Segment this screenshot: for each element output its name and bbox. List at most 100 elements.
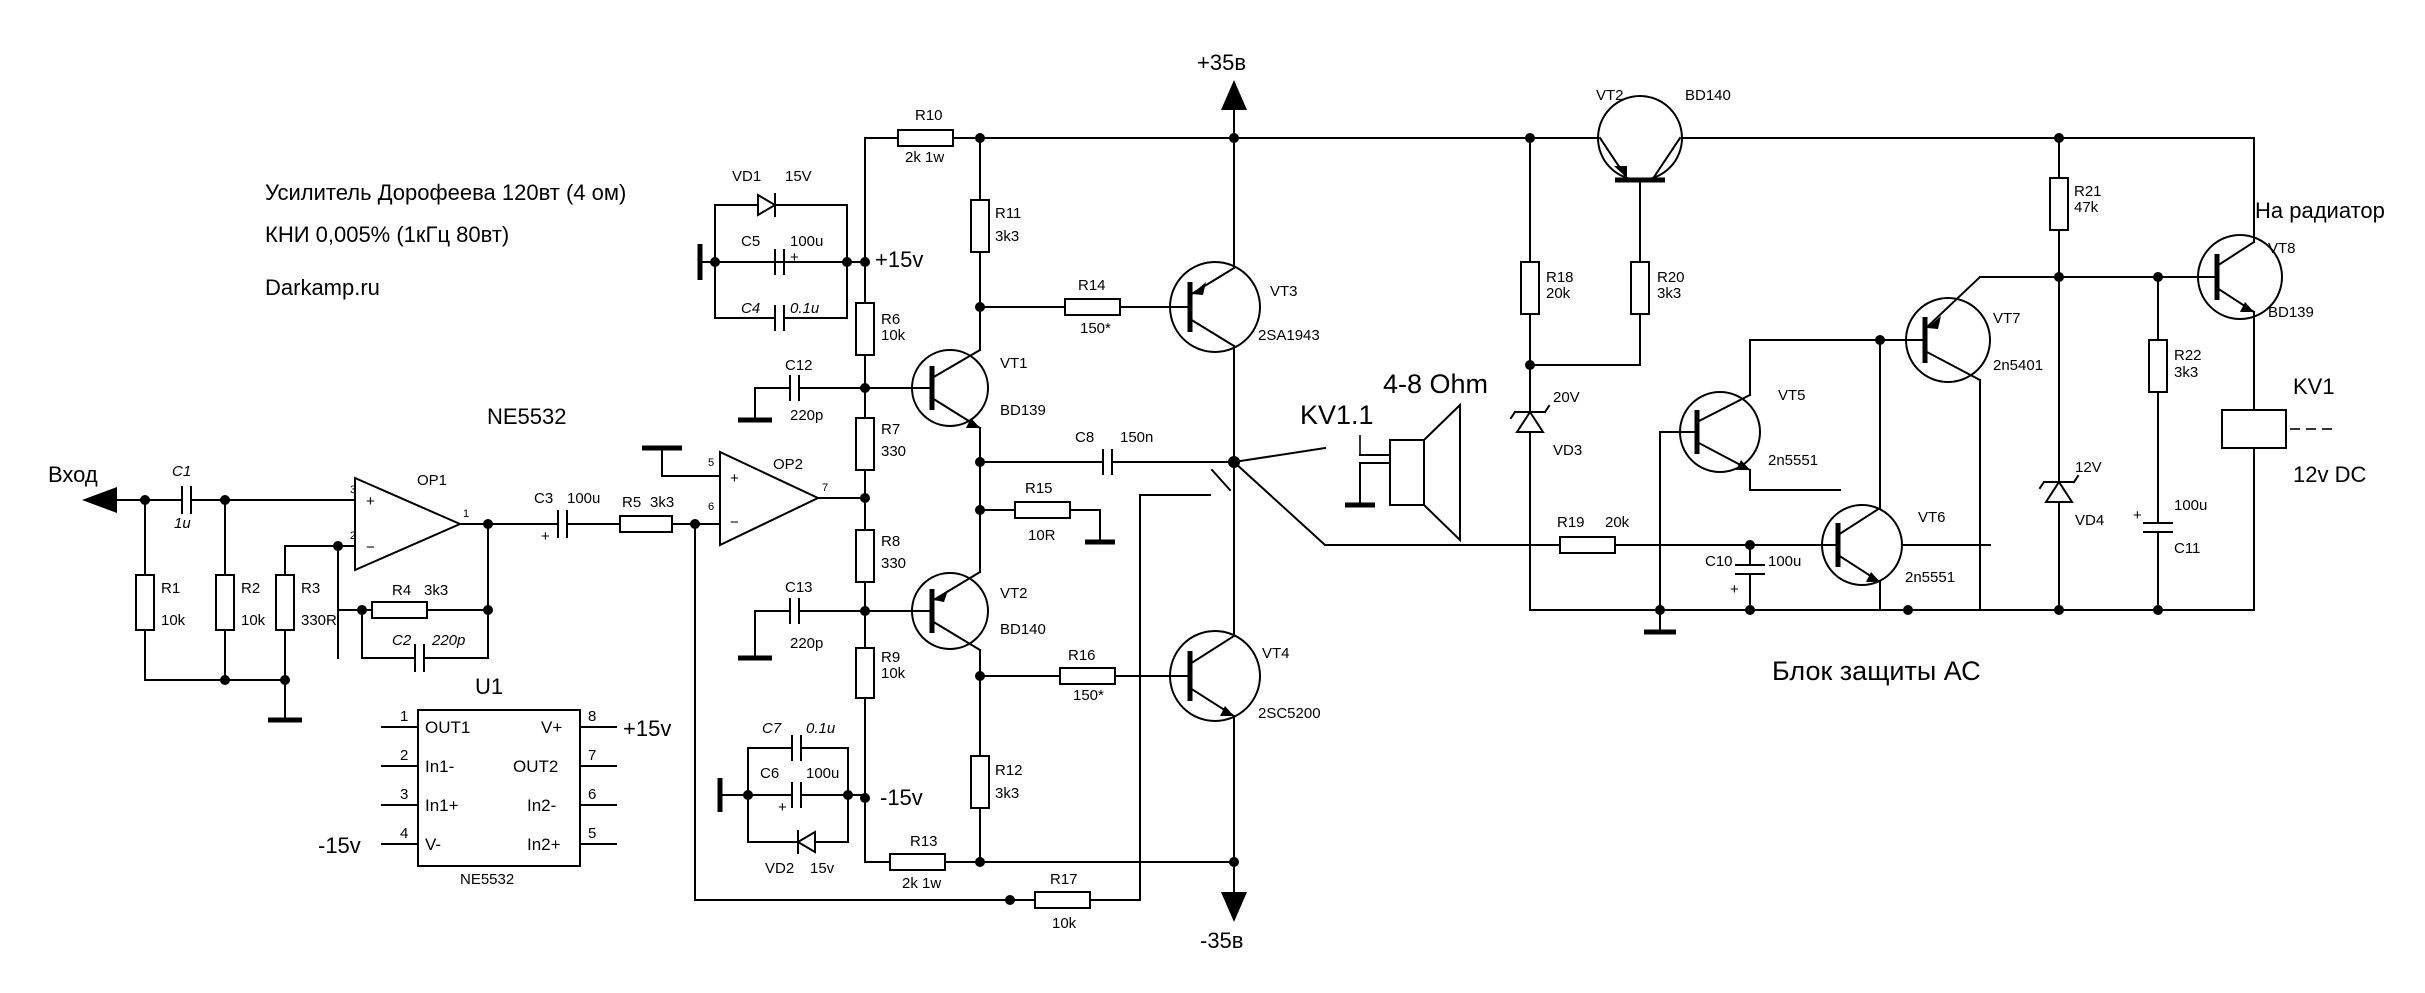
r8-ref: R8 [881, 533, 900, 550]
r10-ref: R10 [915, 107, 943, 124]
u1-pin-7-name: OUT2 [513, 757, 558, 776]
ohm-label: 4-8 Ohm [1383, 369, 1488, 399]
op1-opamp: OP1 + − 3 2 1 R4 3k3 C2 220p [337, 472, 546, 672]
vt4-value: 2SC5200 [1258, 705, 1321, 722]
r2-value: 10k [241, 612, 266, 629]
vt2p-value: BD140 [1685, 87, 1731, 104]
r15-ref: R15 [1025, 480, 1053, 497]
r1-value: 10k [161, 612, 186, 629]
vt7-value: 2n5401 [1993, 357, 2043, 374]
op1-pin-1: 1 [463, 508, 469, 520]
c10-polarity: + [1730, 581, 1739, 598]
u1-pin-2-name: In1- [425, 757, 454, 776]
r15-value: 10R [1028, 527, 1056, 544]
u1-pin-3-name: In1+ [425, 796, 459, 815]
vt3-value: 2SA1943 [1258, 327, 1320, 344]
op2-pin-6: 6 [708, 501, 714, 513]
r7-value: 330 [881, 443, 906, 460]
vt2p-ref: VT2 [1596, 87, 1624, 104]
c3-polarity: + [541, 528, 550, 545]
vt1-value: BD139 [1000, 402, 1046, 419]
u1-pinout: U1 NE5532 1 OUT1 2 In1- 3 In1+ 4 V- -15v… [318, 674, 671, 888]
c5-polarity: + [790, 249, 799, 266]
op1-pin-3: 3 [350, 484, 356, 496]
r12-ref: R12 [995, 762, 1023, 779]
kv1-label: KV1 [2293, 374, 2335, 399]
vd3-ref: VD3 [1553, 442, 1582, 459]
r9-value: 10k [881, 665, 906, 682]
u1-pin-7-num: 7 [588, 747, 596, 764]
c11-value: 100u [2174, 497, 2207, 514]
input-arrow [82, 487, 117, 513]
u1-pin-4-num: 4 [400, 825, 408, 842]
output-stage: +35в -35в VT3 2SA1943 VT4 2SC5200 KV1.1 [1167, 50, 1991, 953]
u1-pin-4-name: V- [425, 835, 441, 854]
r22-ref: R22 [2174, 347, 2202, 364]
r22-value: 3k3 [2174, 364, 2198, 381]
r20-value: 3k3 [1657, 285, 1681, 302]
vt5-value: 2n5551 [1768, 452, 1818, 469]
r5-ref: R5 [622, 494, 641, 511]
r13-value: 2k 1w [902, 875, 941, 892]
r2-ref: R2 [241, 580, 260, 597]
u1-pin-1-num: 1 [400, 708, 408, 725]
u1-pin-2-num: 2 [400, 747, 408, 764]
u1-pin-3-num: 3 [400, 786, 408, 803]
radiator-label: На радиатор [2255, 198, 2385, 223]
r3-value: 330R [301, 612, 337, 629]
c4-ref: C4 [741, 300, 760, 317]
op1-ref: OP1 [417, 472, 447, 489]
r18-ref: R18 [1546, 269, 1574, 286]
r20-ref: R20 [1657, 269, 1685, 286]
op2-ref: OP2 [773, 456, 803, 473]
r21-ref: R21 [2074, 183, 2102, 200]
plus35-label: +35в [1197, 50, 1246, 75]
r6-value: 10k [881, 327, 906, 344]
r5-value: 3k3 [650, 494, 674, 511]
vt6-ref: VT6 [1918, 509, 1946, 526]
r4-ref: R4 [392, 582, 411, 599]
c2-value: 220p [431, 632, 465, 649]
speaker-icon [1389, 439, 1425, 506]
r16-ref: R16 [1068, 647, 1096, 664]
vd2-ref: VD2 [765, 860, 794, 877]
op2-minus-sign: − [730, 514, 739, 531]
minus35-arrow [1221, 892, 1247, 922]
u1-pin-1-name: OUT1 [425, 718, 470, 737]
r7-ref: R7 [881, 421, 900, 438]
kv11-label: KV1.1 [1300, 400, 1374, 430]
vt5-ref: VT5 [1778, 387, 1806, 404]
c13-ref: C13 [785, 579, 813, 596]
vd1-ref: VD1 [732, 168, 761, 185]
c6-polarity: + [778, 799, 787, 816]
c7-ref: C7 [762, 720, 782, 737]
u1-part-name: NE5532 [460, 871, 514, 888]
r13-ref: R13 [910, 833, 938, 850]
u1-pin-8-num: 8 [588, 708, 596, 725]
vt6-value: 2n5551 [1905, 569, 1955, 586]
coupling-c3-r5: C3 100u + R5 3k3 [534, 490, 700, 545]
u1-pin-6-num: 6 [588, 786, 596, 803]
r4-value: 3k3 [424, 582, 448, 599]
chip-name-label: NE5532 [487, 404, 567, 429]
u1-pin-5-name: In2+ [527, 835, 561, 854]
c3-ref: C3 [534, 490, 553, 507]
c1-ref: C1 [172, 463, 191, 480]
minus35-label: -35в [1200, 928, 1243, 953]
op2-pin-7: 7 [822, 482, 828, 494]
input-label: Вход [48, 462, 98, 487]
c10-ref: C10 [1705, 553, 1733, 570]
vd2-value: 15v [810, 860, 835, 877]
r18-value: 20k [1546, 285, 1571, 302]
vt3-ref: VT3 [1270, 283, 1298, 300]
title-line-2: КНИ 0,005% (1кГц 80вт) [265, 222, 509, 247]
r6-ref: R6 [881, 311, 900, 328]
r14-ref: R14 [1078, 277, 1106, 294]
r17-value: 10k [1052, 915, 1077, 932]
c11-ref: C11 [2174, 540, 2200, 557]
c5-ref: C5 [741, 233, 760, 250]
input-stage: Вход C1 1u R1 10k R2 10k R3 330R [48, 462, 356, 723]
vd4-value: 12V [2075, 459, 2102, 476]
r17-ref: R17 [1050, 871, 1078, 888]
